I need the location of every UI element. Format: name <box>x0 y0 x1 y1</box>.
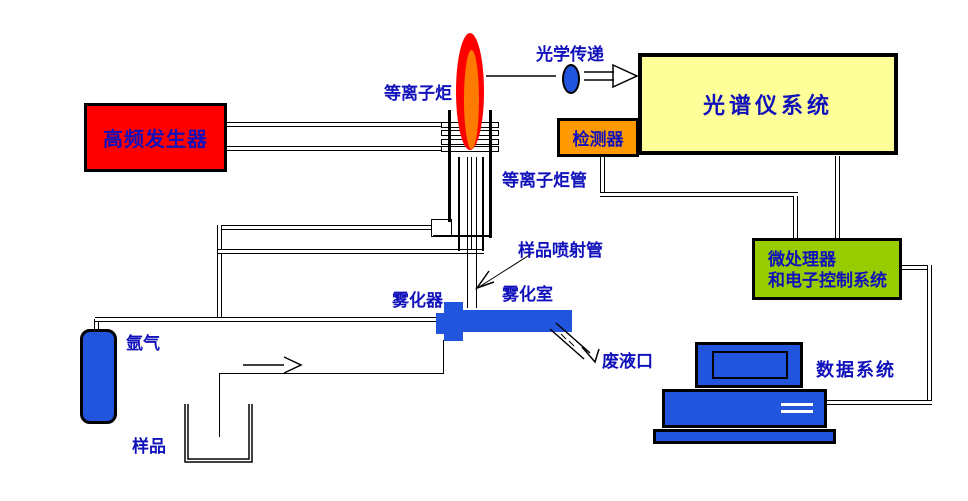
detector-signal-line-v1 <box>600 156 605 197</box>
torch-outer-bottom <box>433 235 492 237</box>
argon-label: 氩气 <box>126 334 160 354</box>
detector-box: 检测器 <box>557 118 639 157</box>
aux-gas-tube <box>218 249 484 254</box>
argon-cylinder <box>80 329 117 424</box>
nebulizer-label: 雾化器 <box>392 291 443 311</box>
controller-label-line2: 和电子控制系统 <box>768 271 887 291</box>
spectrometer-signal-line <box>835 156 840 238</box>
injector-pointer-head-icon <box>475 270 495 290</box>
rf-wire-top <box>227 122 448 127</box>
drain-tube-wall-1 <box>549 328 585 360</box>
controller-box: 微处理器 和电子控制系统 <box>752 238 902 300</box>
sample-label: 样品 <box>132 437 166 457</box>
torch-tube-label: 等离子炬管 <box>502 171 587 191</box>
waste-outlet-label: 废液口 <box>602 352 653 372</box>
nebulizer-inlet-piece <box>436 313 444 334</box>
data-system-label: 数据系统 <box>816 360 896 381</box>
drain-arrow-head-icon <box>581 346 600 364</box>
plasma-torch-label: 等离子炬 <box>384 84 452 104</box>
lens-icon <box>562 64 580 94</box>
plasma-flame-inner-icon <box>464 50 479 149</box>
drive-slot-1 <box>781 403 813 406</box>
argon-supply-tube <box>95 317 437 322</box>
spray-chamber-label: 雾化室 <box>502 285 553 305</box>
flow-arrow-head-icon <box>283 356 303 374</box>
torch-mid-wall-left <box>458 157 460 251</box>
light-arrow-head-icon <box>612 63 639 89</box>
spray-chamber-body <box>463 310 572 332</box>
rf-wire-bottom <box>227 146 448 151</box>
argon-cylinder-stub <box>94 319 99 331</box>
injector-tube-left <box>467 157 468 308</box>
injector-tube-mid <box>471 157 472 250</box>
controller-out-line-h1 <box>901 265 932 270</box>
controller-out-line-h2 <box>827 400 932 405</box>
drive-slot-2 <box>781 410 813 413</box>
drain-drop-dash-2 <box>568 340 575 347</box>
detector-label: 检测器 <box>572 130 624 150</box>
computer-system-unit <box>662 389 827 428</box>
spectrometer-box: 光谱仪系统 <box>638 53 898 155</box>
controller-out-line-v <box>927 265 932 405</box>
sample-beaker-icon <box>184 404 253 463</box>
injector-tube-right <box>476 157 477 308</box>
spectrometer-label: 光谱仪系统 <box>702 94 833 119</box>
detector-signal-line-h <box>600 192 798 197</box>
drain-drop-dash-1 <box>560 333 567 340</box>
gas-branch-tube <box>217 225 222 322</box>
controller-label-line1: 微处理器 <box>768 250 836 270</box>
torch-outer-wall-right <box>489 110 492 238</box>
computer-keyboard <box>653 429 836 444</box>
rf-generator-box: 高频发生器 <box>84 103 227 172</box>
computer-screen <box>712 351 788 379</box>
outer-gas-tube <box>218 225 434 230</box>
torch-mid-wall-right <box>482 157 484 251</box>
optical-transfer-label: 光学传递 <box>536 45 604 65</box>
detector-signal-line-v2 <box>793 196 798 238</box>
sample-injector-label: 样品喷射管 <box>518 241 603 261</box>
torch-outer-wall-left <box>448 110 451 222</box>
rf-generator-label: 高频发生器 <box>103 127 208 151</box>
nebulizer-body <box>444 302 463 341</box>
